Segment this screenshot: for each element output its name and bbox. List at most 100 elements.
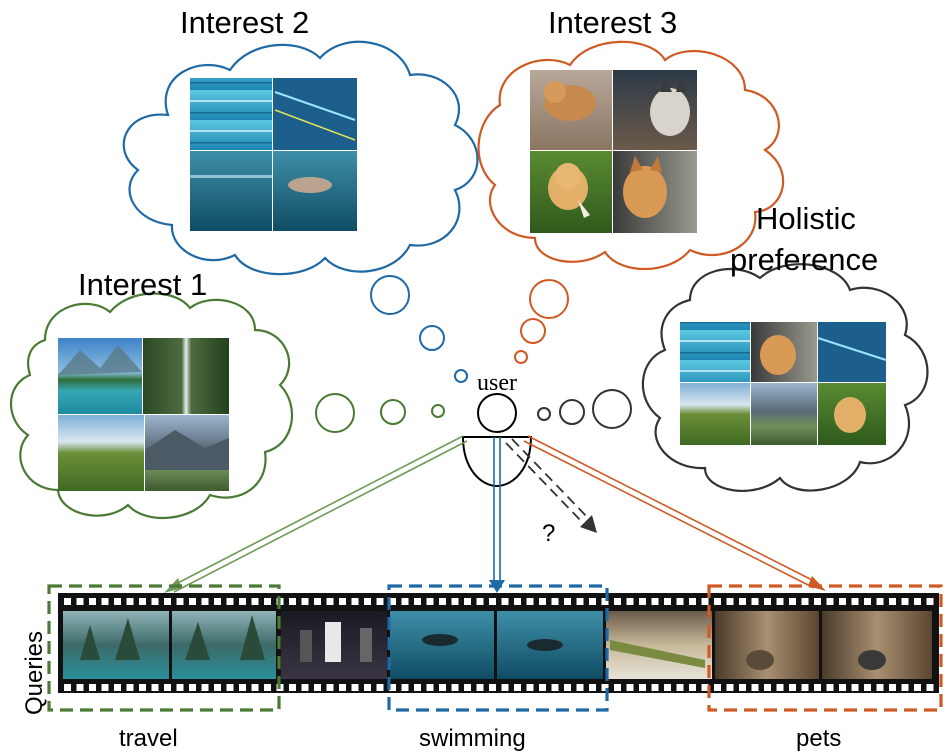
user-label: user [477,370,517,396]
unknown-mark: ? [542,520,555,547]
user-head [477,393,517,433]
sprocket-hole [389,598,396,605]
sprocket-hole [64,684,71,691]
sprocket-hole [189,598,196,605]
sprocket-hole [564,684,571,691]
sprocket-hole [339,598,346,605]
sprocket-hole [151,598,159,605]
sprocket-hole [789,598,796,605]
sprocket-hole [701,598,709,605]
sprocket-hole [464,598,471,605]
interest-2-thought-bubbles [370,275,468,383]
sprocket-hole [626,684,634,691]
frame-travel-1 [63,611,169,679]
sprocket-hole [176,598,184,605]
interest-1-thought-bubbles [315,393,445,433]
sprocket-hole [376,598,384,605]
sprocket-hole [551,684,559,691]
interest-1-title: Interest 1 [78,267,207,302]
sprocket-hole [214,684,221,691]
sprocket-hole [189,684,196,691]
sprocket-hole [201,684,209,691]
sprocket-hole [289,598,296,605]
segment-label-swimming: swimming [419,725,526,752]
sprocket-hole [301,598,309,605]
sprocket-hole [239,684,246,691]
sprocket-hole [689,598,696,605]
holistic-image-5 [751,383,817,445]
sprocket-hole [564,598,571,605]
sprocket-hole [601,598,609,605]
queries-label: Queries [21,631,48,715]
sprocket-hole [64,598,71,605]
sprocket-hole [776,598,784,605]
sprocket-hole [76,684,84,691]
sprocket-hole [126,598,134,605]
sprocket-hole [914,684,921,691]
sprocket-hole [789,684,796,691]
sprocket-hole [726,684,734,691]
sprocket-hole [376,684,384,691]
sprocket-hole [289,684,296,691]
sprocket-hole [401,598,409,605]
sprocket-hole [689,684,696,691]
sprocket-hole [251,684,259,691]
sprocket-hole [876,598,884,605]
sprocket-hole [914,598,921,605]
sprocket-hole [414,684,421,691]
sprocket-hole [589,684,596,691]
sprocket-hole [864,684,871,691]
swim-image-1 [190,78,272,150]
sprocket-hole [739,598,746,605]
interest-2-title: Interest 2 [180,5,309,40]
sprocket-hole [576,598,584,605]
holistic-title-line1: Holistic [756,201,856,236]
sprocket-hole [314,684,321,691]
sprocket-hole [151,684,159,691]
sprocket-hole [76,598,84,605]
sprocket-hole [364,598,371,605]
sprocket-hole [614,684,621,691]
sprocket-hole [139,684,146,691]
sprocket-hole [514,684,521,691]
sprocket-hole [814,684,821,691]
sprocket-hole [476,684,484,691]
sprocket-hole [664,598,671,605]
sprocket-hole [389,684,396,691]
sprocket-hole [851,598,859,605]
sprocket-hole [364,684,371,691]
sprocket-hole [839,684,846,691]
sprocket-hole [676,598,684,605]
sprocket-hole [501,684,509,691]
landscape-image-2 [143,338,229,414]
sprocket-holes-top [64,598,934,605]
segment-label-pets: pets [796,725,841,752]
sprocket-hole [114,598,121,605]
sprocket-hole [439,684,446,691]
interest-3-thought-bubbles [514,279,569,364]
sprocket-hole [451,598,459,605]
sprocket-hole [164,684,171,691]
sprocket-hole [476,598,484,605]
sprocket-holes-bottom [64,684,934,691]
sprocket-hole [101,598,109,605]
sprocket-hole [764,684,771,691]
sprocket-hole [314,598,321,605]
sprocket-hole [526,598,534,605]
sprocket-hole [639,684,646,691]
sprocket-hole [589,598,596,605]
sprocket-hole [239,598,246,605]
sprocket-hole [901,684,909,691]
sprocket-hole [889,598,896,605]
user-figure: user [461,370,533,488]
sprocket-hole [176,684,184,691]
sprocket-hole [264,598,271,605]
frame-pets-1 [715,611,819,679]
sprocket-hole [464,684,471,691]
sprocket-hole [89,598,96,605]
sprocket-hole [526,684,534,691]
interest-1-thought-cloud: Interest 1 [9,267,294,520]
sprocket-hole [614,598,621,605]
sprocket-hole [264,684,271,691]
